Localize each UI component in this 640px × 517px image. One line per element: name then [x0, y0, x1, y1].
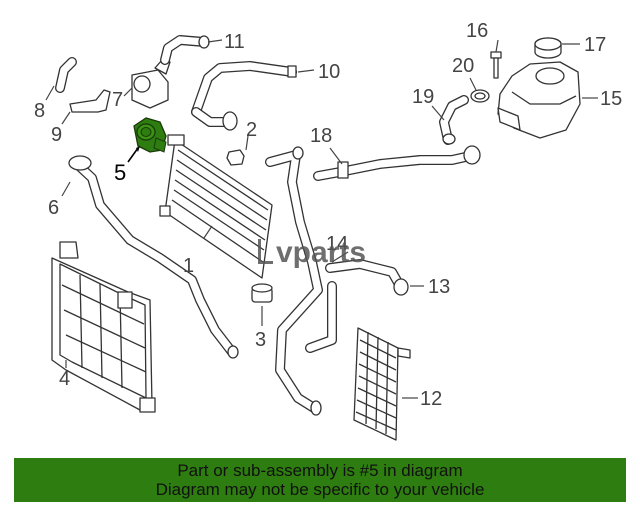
callout-4: 4 — [59, 368, 70, 390]
watermark-logo: vparts — [258, 236, 366, 270]
watermark-text: vparts — [276, 236, 367, 269]
callout-20: 20 — [452, 55, 474, 77]
part-16-bolt — [490, 51, 502, 79]
part-3-mount — [251, 283, 273, 303]
callout-19: 19 — [412, 86, 434, 108]
part-10-hose — [191, 61, 297, 131]
banner-line-2: Diagram may not be specific to your vehi… — [155, 480, 485, 499]
part-5-thermostat-housing — [133, 117, 167, 153]
callout-18: 18 — [310, 125, 332, 147]
part-15-expansion-tank — [497, 61, 581, 139]
callout-10: 10 — [318, 61, 340, 83]
logo-mark-icon — [258, 239, 273, 264]
part-17-cap — [534, 37, 562, 59]
callout-7: 7 — [112, 89, 123, 111]
callout-5: 5 — [114, 160, 126, 185]
part-13-hose — [325, 259, 409, 296]
callout-16: 16 — [466, 20, 488, 42]
part-11-hose — [160, 35, 210, 65]
part-1-radiator — [159, 134, 273, 279]
callout-9: 9 — [51, 124, 62, 146]
part-14-hose — [265, 146, 337, 416]
info-banner: Part or sub-assembly is #5 in diagram Di… — [14, 458, 626, 502]
part-8-hose — [55, 57, 77, 93]
leader-lines — [45, 39, 598, 399]
part-7-pump — [131, 59, 171, 109]
part-19-hose — [439, 95, 469, 145]
callout-11: 11 — [224, 31, 245, 53]
callout-3: 3 — [255, 329, 266, 351]
callout-labels: 1 2 3 4 5 6 7 8 9 10 11 12 13 14 15 16 1… — [34, 20, 622, 410]
part-20-clamp — [470, 89, 490, 103]
callout-6: 6 — [48, 197, 59, 219]
callout-13: 13 — [428, 276, 450, 298]
callout-14: 14 — [326, 233, 348, 255]
banner-line-1: Part or sub-assembly is #5 in diagram — [177, 461, 463, 480]
callout-15: 15 — [600, 88, 622, 110]
part-4-support-frame — [51, 241, 156, 413]
callout-8: 8 — [34, 100, 45, 122]
part-12-aux-radiator — [353, 327, 411, 441]
callout-2: 2 — [246, 119, 257, 141]
callout-1: 1 — [183, 255, 194, 277]
part-9-bracket — [69, 89, 111, 113]
part-18-hose — [313, 145, 481, 181]
part-6-hose — [68, 155, 239, 359]
callout-12: 12 — [420, 388, 442, 410]
callout-17: 17 — [584, 34, 606, 56]
part-2-fitting — [226, 149, 245, 166]
